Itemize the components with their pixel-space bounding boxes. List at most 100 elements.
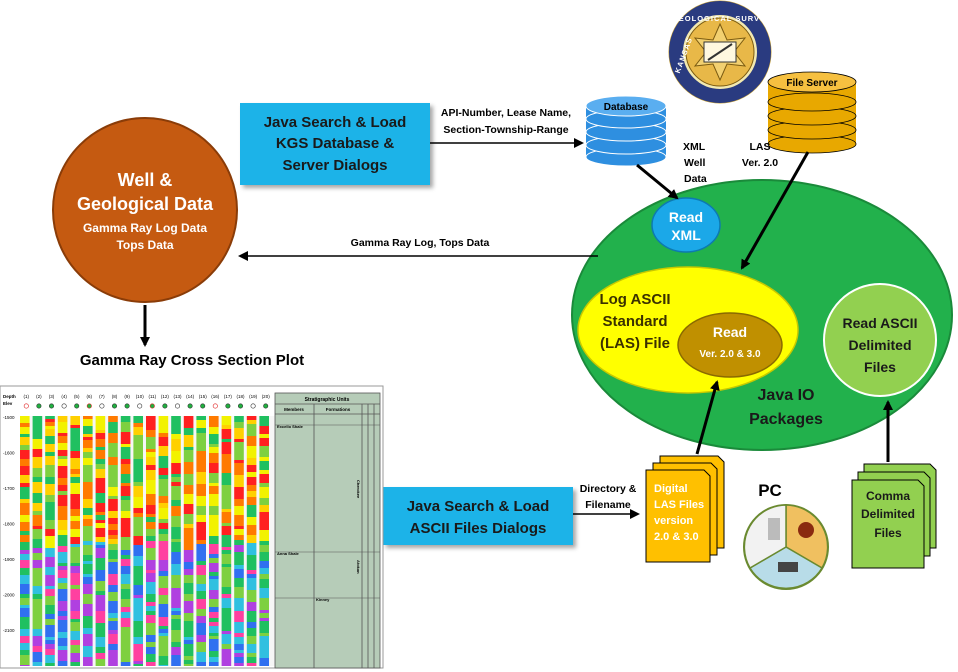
xsec-log-band: [209, 544, 219, 554]
xsec-log-band: [209, 444, 219, 447]
xsec-log-band: [70, 502, 80, 509]
xsec-log-band: [70, 494, 80, 502]
xsec-log-band: [196, 591, 206, 599]
xsec-log-band: [70, 619, 80, 622]
xsec-log-band: [196, 561, 206, 565]
kgs-dialog-box[interactable]: [240, 103, 430, 185]
xsec-log-band: [108, 530, 118, 535]
xsec-log-band: [246, 590, 257, 602]
xsec-log-band: [246, 663, 257, 666]
xsec-log-band: [108, 465, 118, 476]
xsec-log-band: [209, 622, 219, 626]
xsec-log-band: [108, 433, 118, 443]
xsec-log-band: [83, 604, 93, 616]
xsec-log-band: [196, 652, 206, 662]
xsec-log-band: [32, 526, 43, 529]
xsec-log-band: [45, 477, 55, 484]
xsec-log-band: [45, 536, 55, 548]
xsec-well-number: (19): [249, 394, 258, 399]
xsec-log-band: [70, 554, 80, 563]
xsec-log-band: [246, 497, 257, 505]
database-label: Database: [604, 102, 649, 113]
xsec-log-band: [108, 644, 118, 650]
xsec-log-band: [45, 429, 55, 436]
xsec-log-band: [95, 528, 106, 537]
xsec-log-band: [158, 475, 169, 479]
xsec-log-band: [20, 450, 30, 459]
xsec-log-band: [45, 619, 55, 625]
xsec-log-band: [209, 453, 219, 463]
xsec-log-band: [108, 544, 118, 550]
xsec-log-band: [83, 437, 93, 440]
xsec-log-band: [246, 472, 257, 477]
xsec-log-band: [146, 606, 156, 611]
xsec-log-band: [209, 515, 219, 524]
xsec-log-band: [183, 621, 194, 626]
xsec-log-band: [83, 419, 93, 426]
xsec-log-band: [95, 653, 106, 659]
xsec-log-band: [221, 631, 232, 634]
xsec-log-band: [171, 486, 181, 490]
xsec-log-band: [171, 596, 181, 608]
xsec-log-band: [259, 470, 269, 474]
xsec-log-band: [146, 514, 156, 517]
xsec-log-band: [221, 462, 232, 465]
xsec-depth-tick: -1800: [3, 522, 15, 527]
xsec-log-band: [171, 542, 181, 552]
xsec-log-band: [83, 561, 93, 564]
xsec-log-band: [20, 499, 30, 503]
xsec-log-band: [146, 582, 156, 594]
xsec-log-band: [259, 545, 269, 552]
xsec-log-band: [221, 564, 232, 567]
xsec-log-band: [32, 463, 43, 468]
xsec-log-band: [95, 545, 106, 548]
xsec-log-band: [95, 558, 106, 570]
xsec-log-band: [234, 529, 244, 535]
xsec-log-band: [183, 538, 194, 550]
xsec-log-band: [20, 535, 30, 542]
xsec-log-band: [146, 654, 156, 662]
xsec-log-band: [158, 560, 169, 571]
xsec-log-band: [57, 601, 68, 611]
xsec-well-symbol: [225, 403, 231, 409]
xsec-log-band: [221, 523, 232, 526]
xsec-log-band: [259, 574, 269, 579]
xsec-log-band: [259, 416, 269, 426]
xsec-well-number: (17): [224, 394, 233, 399]
xsec-log-band: [234, 422, 244, 428]
xsec-log-band: [108, 650, 118, 658]
xsec-log-band: [83, 555, 93, 561]
xsec-log-band: [234, 506, 244, 515]
xsec-log-band: [221, 485, 232, 497]
arrow-database-to-read-xml: [636, 163, 679, 200]
xsec-log-band: [57, 459, 68, 466]
xsec-log-band: [133, 456, 143, 459]
ascii-dialog-box[interactable]: [383, 487, 573, 545]
xsec-log-band: [108, 613, 118, 618]
xsec-log-band: [196, 525, 206, 529]
xsec-log-band: [158, 588, 169, 595]
xsec-log-band: [246, 458, 257, 465]
xsec-log-band: [83, 587, 93, 594]
xsec-log-band: [70, 640, 80, 645]
xsec-log-band: [171, 642, 181, 647]
xsec-log-band: [259, 618, 269, 621]
xsec-log-band: [146, 529, 156, 536]
xsec-log-band: [95, 628, 106, 637]
java-io-line2: Packages: [749, 411, 823, 428]
xsec-log-band: [259, 474, 269, 483]
xsec-log-band: [32, 662, 43, 666]
xsec-log-band: [209, 494, 219, 506]
xsec-log-band: [158, 636, 169, 645]
xsec-log-band: [259, 518, 269, 530]
xsec-log-band: [158, 541, 169, 549]
xsec-log-band: [183, 416, 194, 428]
xsec-log-band: [32, 457, 43, 463]
xsec-log-band: [158, 490, 169, 496]
xsec-log-band: [146, 536, 156, 541]
xsec-unit-kinney: Kinney: [316, 597, 330, 602]
xsec-log-band: [45, 416, 55, 419]
xsec-log-band: [70, 521, 80, 529]
xsec-log-band: [57, 589, 68, 601]
ascii-dialog-line1: Java Search & Load: [407, 498, 550, 515]
